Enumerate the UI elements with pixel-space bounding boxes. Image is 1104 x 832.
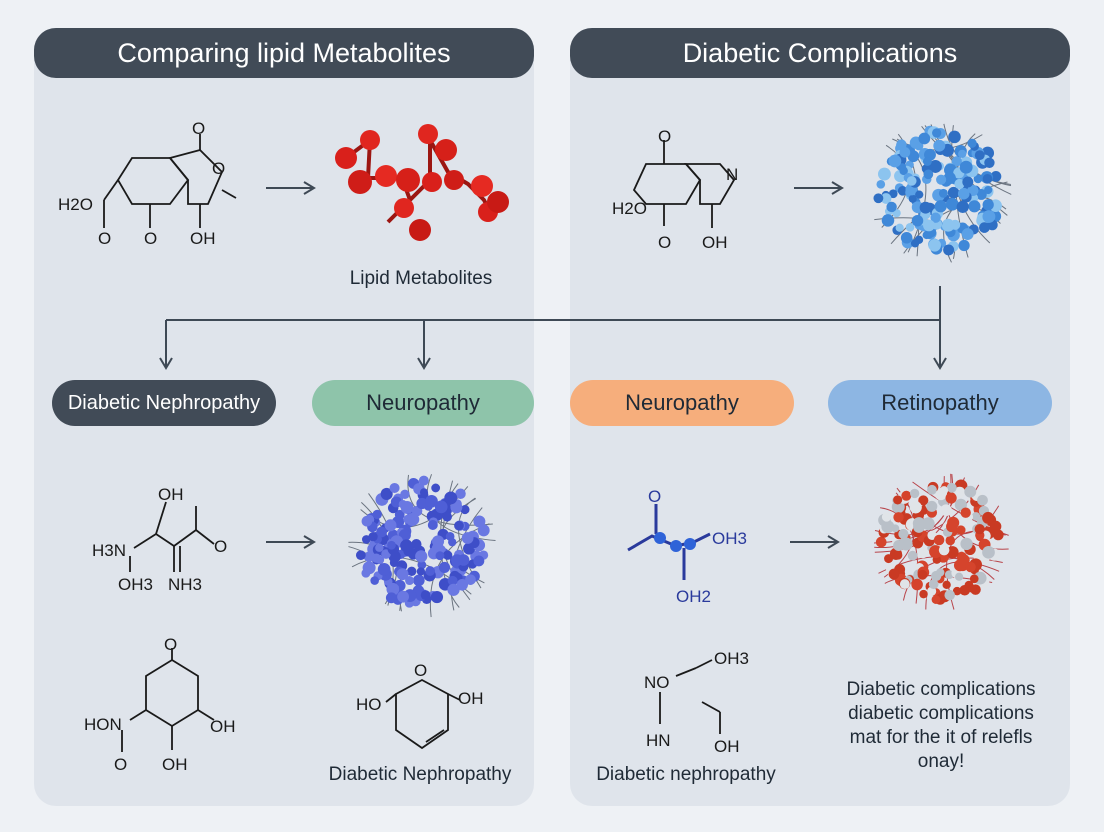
m2-label-5: OH [702, 233, 728, 252]
m6-label-2: HO [356, 695, 382, 714]
pill-neuropathy-orange: Neuropathy [570, 380, 794, 426]
molecule-structure-1: O O H2O O O OH [58, 119, 237, 248]
molecule-structure-2: O N H2O O OH [612, 127, 738, 252]
m3-label-4: NH3 [168, 575, 202, 594]
m3-label-1: OH [158, 485, 184, 504]
m7-label-4: OH [714, 737, 740, 756]
m1-label-2: O [212, 159, 225, 178]
molecule-structure-4: O OH3 OH2 [627, 487, 747, 606]
molecule-structure-6: O HO OH [356, 661, 484, 750]
red-lipid-molecule [335, 124, 509, 241]
m4-label-2: OH3 [712, 529, 747, 548]
m5-label-2: HON [84, 715, 122, 734]
m3-label-2: H3N [92, 541, 126, 560]
m1-label-1: O [192, 119, 205, 138]
left-panel-title: Comparing lipid Metabolites [34, 28, 534, 78]
molecule-structure-3: OH H3N O NH3 OH3 [92, 485, 227, 594]
m3-label-5: OH3 [118, 575, 153, 594]
complications-note: Diabetic complications diabetic complica… [828, 678, 1054, 774]
caption-diabetic-nephropathy-right: Diabetic nephropathy [596, 764, 776, 785]
m1-label-5: O [144, 229, 157, 248]
m5-label-1: O [164, 635, 177, 654]
m4-label-1: O [648, 487, 661, 506]
right-panel-title: Diabetic Complications [570, 28, 1070, 78]
m1-label-6: OH [190, 229, 216, 248]
m1-label-3: H2O [58, 195, 93, 214]
m2-label-2: N [726, 165, 738, 184]
pill-neuropathy-green: Neuropathy [312, 380, 534, 426]
m5-label-3: OH [210, 717, 236, 736]
m3-label-3: O [214, 537, 227, 556]
m6-label-3: OH [458, 689, 484, 708]
purple-protein-cluster [348, 474, 496, 618]
caption-diabetic-nephropathy-left: Diabetic Nephropathy [328, 764, 512, 785]
connectors [159, 181, 947, 549]
m5-label-5: O [114, 755, 127, 774]
m2-label-3: H2O [612, 199, 647, 218]
m7-label-3: HN [646, 731, 671, 750]
note-line-3: mat for the it of relefls [849, 727, 1033, 748]
m2-label-1: O [658, 127, 671, 146]
mixed-protein-cluster [873, 473, 1009, 610]
m2-label-4: O [658, 233, 671, 252]
m5-label-4: OH [162, 755, 188, 774]
m1-label-4: O [98, 229, 111, 248]
m7-label-1: NO [644, 673, 670, 692]
note-line-2: diabetic complications [848, 703, 1034, 724]
note-line-1: Diabetic complications [846, 679, 1036, 700]
m7-label-2: OH3 [714, 649, 749, 668]
molecule-structure-5: O HON OH OH O [84, 635, 236, 774]
pill-retinopathy: Retinopathy [828, 380, 1052, 426]
blue-protein-cluster [873, 123, 1012, 263]
pill-diabetic-nephropathy: Diabetic Nephropathy [52, 380, 276, 426]
note-line-4: onay! [917, 751, 965, 772]
m4-label-3: OH2 [676, 587, 711, 606]
m6-label-1: O [414, 661, 427, 680]
caption-lipid-metabolites: Lipid Metabolites [349, 268, 493, 289]
molecule-structure-7: NO OH3 HN OH [644, 649, 749, 756]
